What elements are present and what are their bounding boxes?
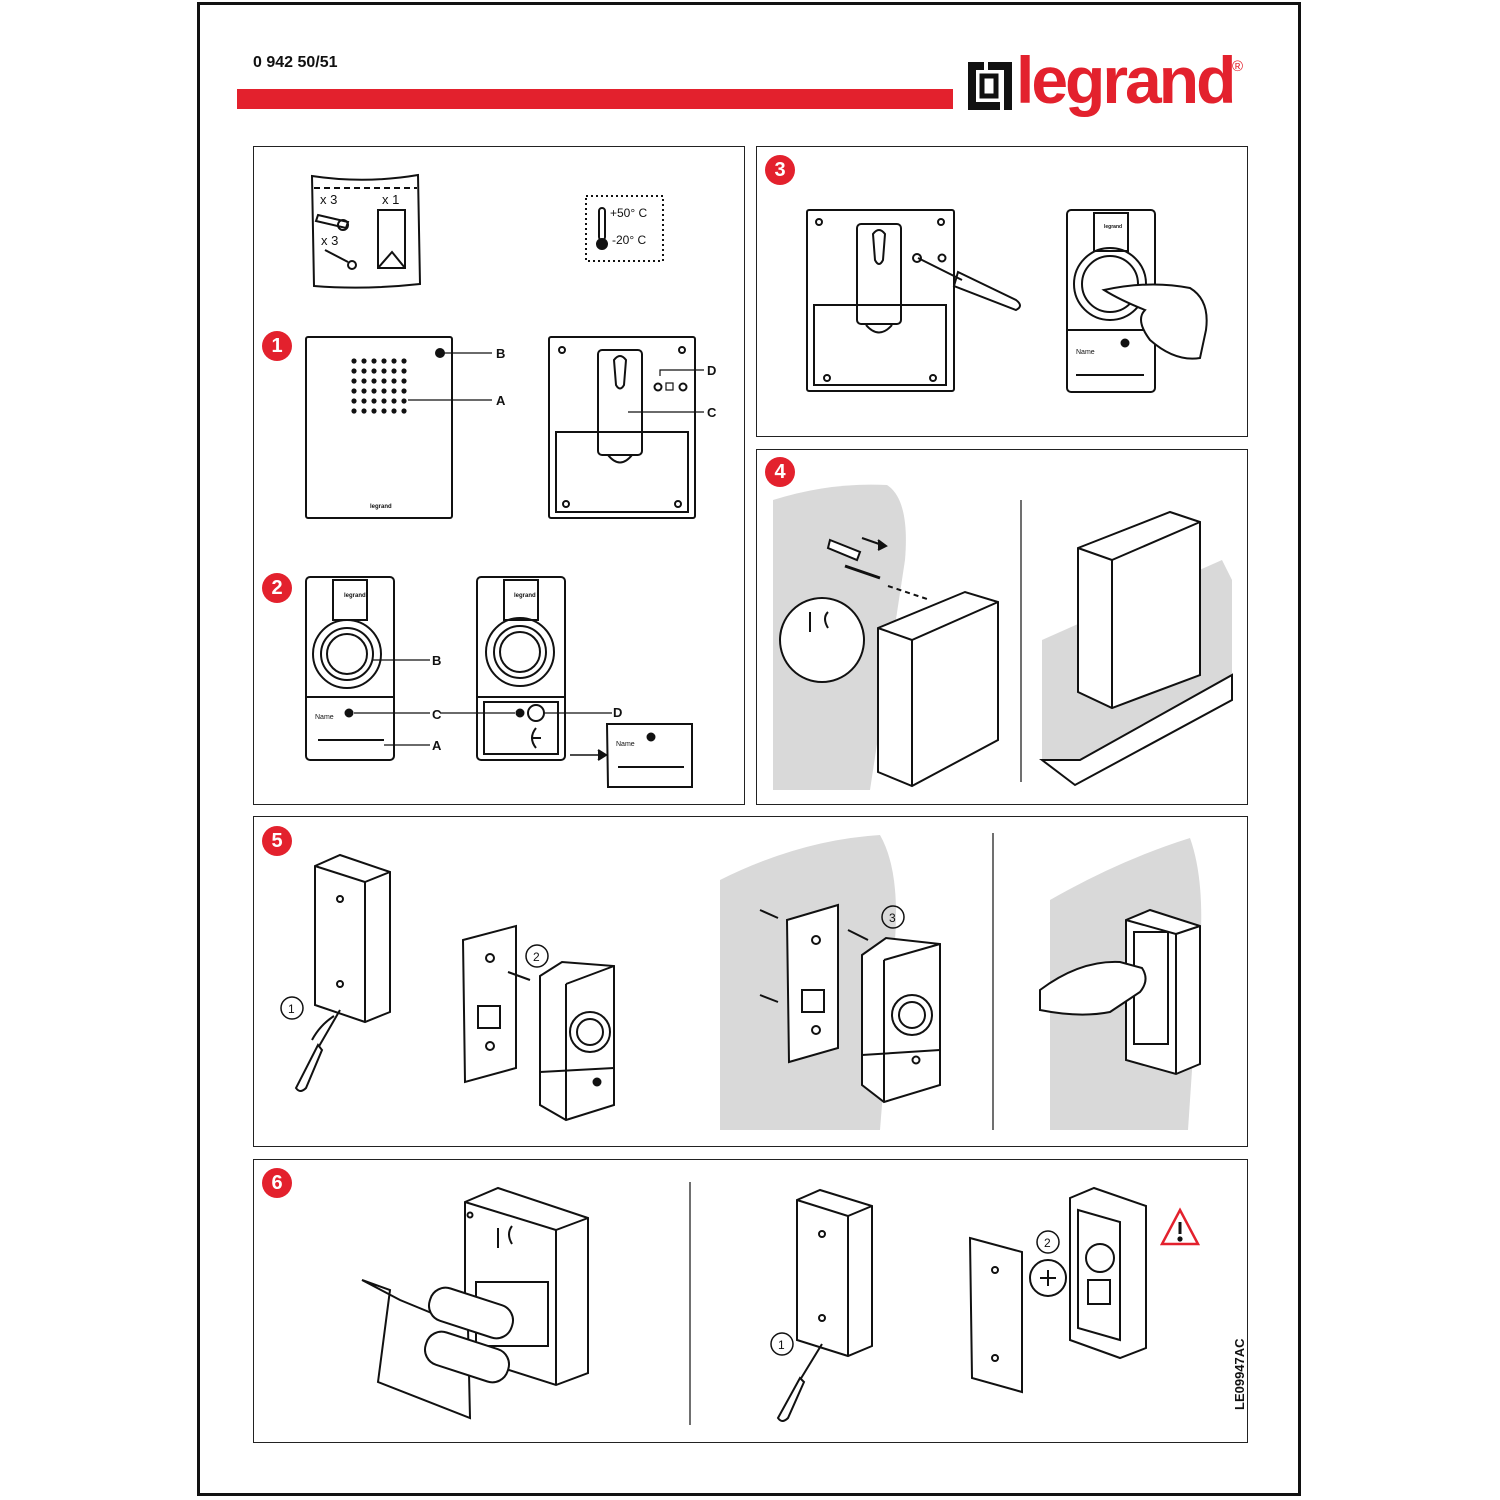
callout-step5-3: 3 bbox=[889, 911, 896, 925]
registered-mark: ® bbox=[1232, 58, 1244, 75]
callout-step5-2: 2 bbox=[533, 950, 540, 964]
temperature-box bbox=[585, 195, 664, 262]
document-sheet bbox=[197, 2, 1301, 1496]
screwdriver-icon bbox=[917, 257, 1021, 312]
pairing-button-illustration bbox=[1066, 209, 1208, 393]
chime-back-illustration bbox=[548, 336, 704, 519]
thermometer-icon bbox=[596, 207, 608, 250]
panel-step-5 bbox=[253, 816, 1248, 1147]
temp-min-label: -20° C bbox=[612, 233, 646, 247]
header-red-bar bbox=[237, 89, 953, 109]
name-label-step3: Name bbox=[1076, 349, 1095, 356]
button-logo-text-2: legrand bbox=[514, 593, 536, 599]
panel-unpack-steps-1-2 bbox=[253, 146, 745, 805]
warning-triangle-icon bbox=[1159, 1207, 1201, 1246]
chime-battery-illustration bbox=[361, 1182, 1201, 1425]
callout-step5-1: 1 bbox=[288, 1002, 295, 1016]
step-number-6: 6 bbox=[262, 1168, 292, 1198]
button-logo-text: legrand bbox=[344, 593, 366, 599]
callout-step2-a: A bbox=[432, 738, 442, 753]
dowel-icon bbox=[314, 213, 350, 231]
temp-max-label: +50° C bbox=[610, 206, 647, 220]
panel-step-3 bbox=[756, 146, 1248, 437]
screw-icon bbox=[324, 249, 357, 270]
step-number-4: 4 bbox=[765, 457, 795, 487]
name-label-card: Name bbox=[616, 741, 635, 748]
push-button-front-illustration bbox=[305, 576, 430, 761]
document-code: LE09947AC bbox=[1232, 1338, 1247, 1410]
screwdriver-icon bbox=[776, 1343, 823, 1422]
step-number-2: 2 bbox=[262, 573, 292, 603]
qty-dowels-label: x 3 bbox=[320, 192, 337, 207]
qty-screws-label: x 3 bbox=[321, 233, 338, 248]
name-label: Name bbox=[315, 714, 334, 721]
callout-step6-1: 1 bbox=[778, 1338, 785, 1352]
callout-step1-b: B bbox=[496, 346, 505, 361]
panel-step-6 bbox=[253, 1159, 1248, 1443]
legrand-mark-icon bbox=[968, 62, 1012, 110]
callout-step1-d: D bbox=[707, 363, 716, 378]
screwdriver-icon bbox=[294, 1009, 341, 1092]
callout-step2-d: D bbox=[613, 705, 622, 720]
callout-step2-c: C bbox=[432, 707, 442, 722]
callout-step1-c: C bbox=[707, 405, 717, 420]
push-button-open-illustration bbox=[440, 576, 693, 788]
button-logo-text-3: legrand bbox=[1104, 224, 1122, 230]
accessory-bag-illustration bbox=[310, 173, 422, 289]
chime-front-illustration bbox=[305, 336, 492, 519]
brand-wordmark: legrand bbox=[1016, 43, 1236, 117]
button-wall-mount-illustration bbox=[720, 833, 1202, 1130]
callout-step1-a: A bbox=[496, 393, 506, 408]
chime-logo-text: legrand bbox=[370, 504, 392, 510]
step-number-5: 5 bbox=[262, 826, 292, 856]
dowel-icon bbox=[826, 538, 881, 580]
button-open-step-illustration bbox=[280, 853, 615, 1122]
panel-step-4 bbox=[756, 449, 1248, 805]
callout-step2-b: B bbox=[432, 653, 441, 668]
qty-adhesive-label: x 1 bbox=[382, 192, 399, 207]
wall-mount-chime-illustration bbox=[773, 484, 1233, 790]
step-number-3: 3 bbox=[765, 155, 795, 185]
step-number-1: 1 bbox=[262, 331, 292, 361]
product-reference: 0 942 50/51 bbox=[253, 54, 338, 71]
pairing-back-illustration bbox=[806, 209, 1021, 392]
callout-step6-2: 2 bbox=[1044, 1236, 1051, 1250]
speaker-grille bbox=[351, 358, 407, 414]
legrand-logo: legrand ® bbox=[966, 43, 1256, 130]
